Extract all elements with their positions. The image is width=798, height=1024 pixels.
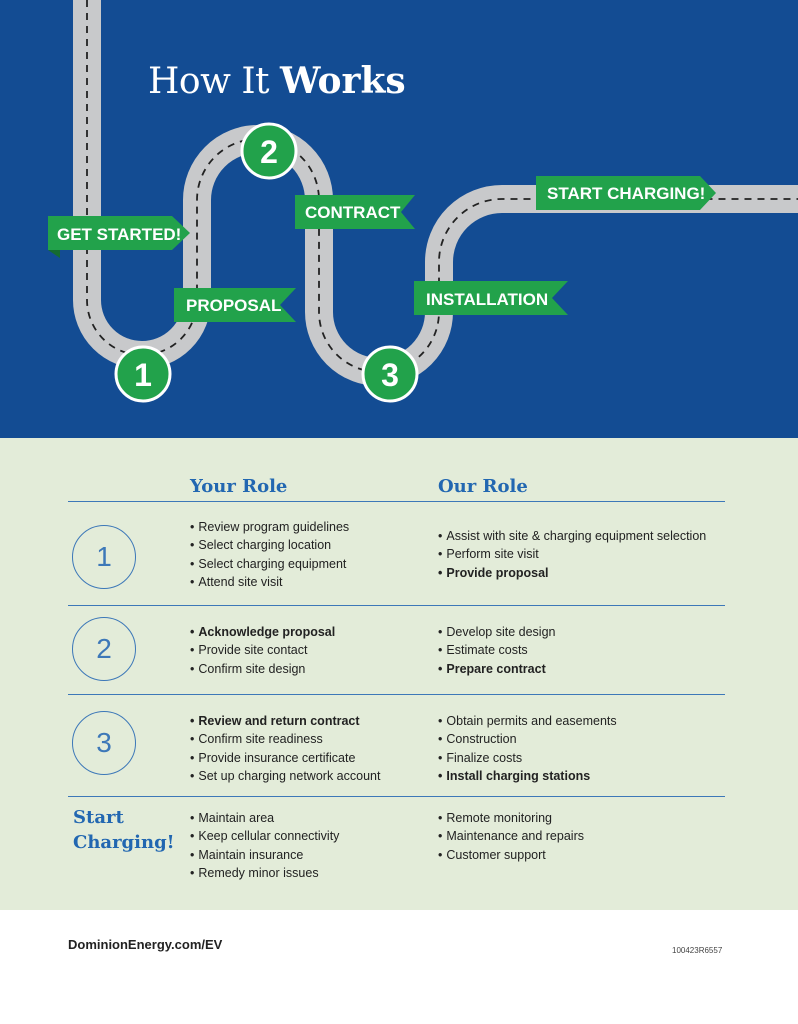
row-divider [68,694,725,695]
row-3-your-role-list: Review and return contractConfirm site r… [190,712,380,785]
hero-section: GET STARTED! PROPOSAL CONTRACT INSTALLAT… [0,0,798,438]
row-2-your-role-list: Acknowledge proposalProvide site contact… [190,623,335,678]
marker-3-number: 3 [381,357,399,393]
our-role-header: Our Role [438,476,528,497]
list-item: Construction [438,730,617,748]
list-item: Review program guidelines [190,518,349,536]
flag-start-charging: START CHARGING! [536,176,716,210]
list-item: Obtain permits and easements [438,712,616,730]
page-title: How It Works [148,60,406,102]
list-item: Customer support [438,846,584,864]
marker-2-number: 2 [260,134,278,170]
list-item: Maintain insurance [190,846,339,864]
marker-1-number: 1 [134,357,152,393]
list-item: Develop site design [438,623,555,641]
title-bold-part: Works [279,60,406,102]
list-item: Remedy minor issues [190,864,339,882]
flag-get-started: GET STARTED! [48,216,190,258]
road-center-line [86,0,798,373]
list-item: Install charging stations [438,767,617,785]
flag-start-charging-label: START CHARGING! [547,184,705,203]
row-2-our-role-list: Develop site designEstimate costsPrepare… [438,623,556,678]
step-3-circle: 3 [72,711,136,775]
flag-contract: CONTRACT [295,195,415,229]
footer-url: DominionEnergy.com/EV [68,937,223,952]
list-item: Keep cellular connectivity [190,827,339,845]
list-item: Select charging equipment [190,555,349,573]
list-item: Estimate costs [438,641,556,659]
list-item: Review and return contract [190,712,380,730]
road-illustration: GET STARTED! PROPOSAL CONTRACT INSTALLAT… [48,0,798,403]
your-role-header: Your Role [190,476,288,497]
step-1-circle: 1 [72,525,136,589]
row-4-our-role-list: Remote monitoringMaintenance and repairs… [438,809,584,864]
row-1-our-role-list: Assist with site & charging equipment se… [438,527,706,582]
list-item: Provide site contact [190,641,335,659]
list-item: Provide insurance certificate [190,749,380,767]
list-item: Prepare contract [438,660,556,678]
list-item: Maintenance and repairs [438,827,584,845]
marker-1: 1 [114,345,172,403]
marker-3: 3 [361,345,419,403]
list-item: Set up charging network account [190,767,380,785]
footer-code: 100423R6557 [672,946,723,955]
list-item: Perform site visit [438,545,706,563]
list-item: Maintain area [190,809,339,827]
list-item: Remote monitoring [438,809,584,827]
row-1-your-role-list: Review program guidelinesSelect charging… [190,518,349,591]
flag-proposal-label: PROPOSAL [186,296,281,315]
list-item: Finalize costs [438,749,617,767]
flag-contract-label: CONTRACT [305,203,401,222]
list-item: Confirm site design [190,660,335,678]
list-item: Attend site visit [190,573,349,591]
flag-installation: INSTALLATION [414,281,568,315]
row-3-our-role-list: Obtain permits and easementsConstruction… [438,712,617,785]
row-divider [68,605,725,606]
list-item: Select charging location [190,536,349,554]
roles-table: Your Role Our Role 1 Review program guid… [0,438,798,910]
flag-installation-label: INSTALLATION [426,290,548,309]
title-light-part: How It [148,61,280,102]
list-item: Acknowledge proposal [190,623,335,641]
list-item: Confirm site readiness [190,730,380,748]
list-item: Provide proposal [438,564,706,582]
flag-proposal: PROPOSAL [174,288,296,322]
step-2-circle: 2 [72,617,136,681]
header-divider [68,501,725,502]
list-item: Assist with site & charging equipment se… [438,527,706,545]
row-4-your-role-list: Maintain areaKeep cellular connectivityM… [190,809,339,882]
marker-2: 2 [240,122,298,180]
flag-get-started-label: GET STARTED! [57,225,181,244]
start-charging-label: Start Charging! [73,807,175,853]
row-divider [68,796,725,797]
